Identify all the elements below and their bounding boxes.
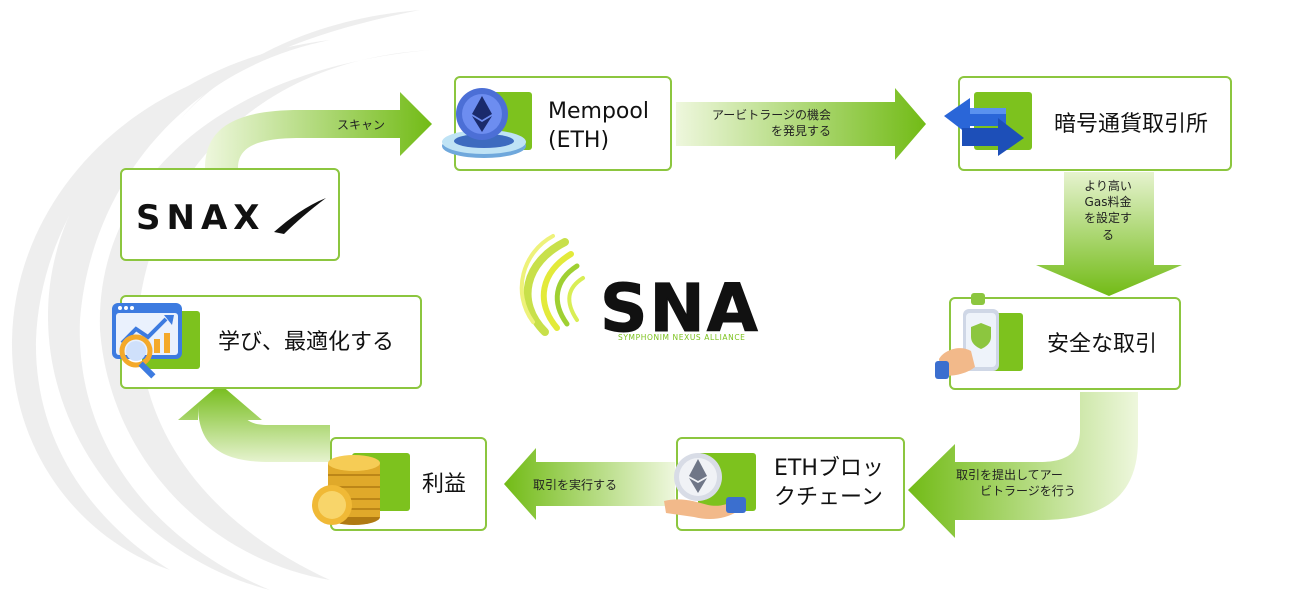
snax-swoosh-icon [274, 198, 326, 234]
ethereum-coin-icon [442, 88, 526, 158]
exchange-arrows-icon [944, 98, 1024, 156]
arrow-label-submit-1: 取引を提出してアー [956, 468, 1063, 482]
eth-chain-label-2: クチェーン [774, 484, 883, 510]
arrow-label-submit-2: ビトラージを行う [980, 484, 1076, 499]
node-profit: 利益 [312, 437, 487, 531]
arrow-scan [205, 92, 432, 168]
arrow-label-gas-3: を設定す [1083, 211, 1132, 226]
phone-shield-icon [935, 293, 999, 379]
arrow-label-discover-1: アービトラージの機会 [712, 108, 832, 122]
analytics-magnifier-icon [112, 303, 182, 379]
sna-logo-subtitle: SYMPHONIM NEXUS ALLIANCE [618, 333, 746, 342]
arrow-execute [504, 448, 675, 520]
snax-logo: SNAX [136, 198, 266, 238]
node-safe-trade: 安全な取引 [935, 293, 1181, 390]
sna-swirl-icon [519, 234, 585, 336]
arrow-label-scan: スキャン [337, 118, 386, 132]
learn-label: 学び、最適化する [218, 330, 395, 355]
arrow-label-discover: アービトラージの機会 を発見する [712, 107, 831, 139]
arrow-label-submit: 取引を提出してアー ビトラージを行う [956, 467, 1076, 499]
sna-logo-text: SNA [600, 270, 760, 348]
arrow-learn [178, 384, 330, 462]
mempool-label-2: (ETH) [548, 127, 610, 153]
arrow-label-gas-2: Gas料金 [1084, 195, 1132, 210]
node-exchange: 暗号通貨取引所 [944, 76, 1232, 171]
node-learn: 学び、最適化する [112, 295, 422, 389]
gold-coins-icon [312, 455, 380, 525]
arrow-discover [676, 88, 926, 160]
mempool-label-1: Mempool [548, 99, 649, 124]
arrow-label-gas-1: より高い [1084, 179, 1132, 193]
arrow-submit [908, 392, 1138, 538]
arrow-gas [1036, 172, 1182, 296]
eth-chain-label-1: ETHブロッ [774, 456, 884, 481]
arrow-label-gas: より高い Gas料金 を設定す る [1076, 178, 1140, 243]
profit-label: 利益 [422, 472, 467, 497]
arrow-label-execute: 取引を実行する [533, 478, 618, 492]
safe-trade-label: 安全な取引 [1047, 332, 1158, 357]
exchange-label: 暗号通貨取引所 [1054, 112, 1209, 137]
arrow-label-gas-4: る [1101, 227, 1114, 242]
node-eth-chain: ETHブロッ クチェーン [664, 437, 905, 531]
arrow-label-discover-2: を発見する [771, 124, 832, 139]
node-mempool: Mempool (ETH) [442, 76, 672, 171]
eth-hand-icon [664, 453, 746, 519]
